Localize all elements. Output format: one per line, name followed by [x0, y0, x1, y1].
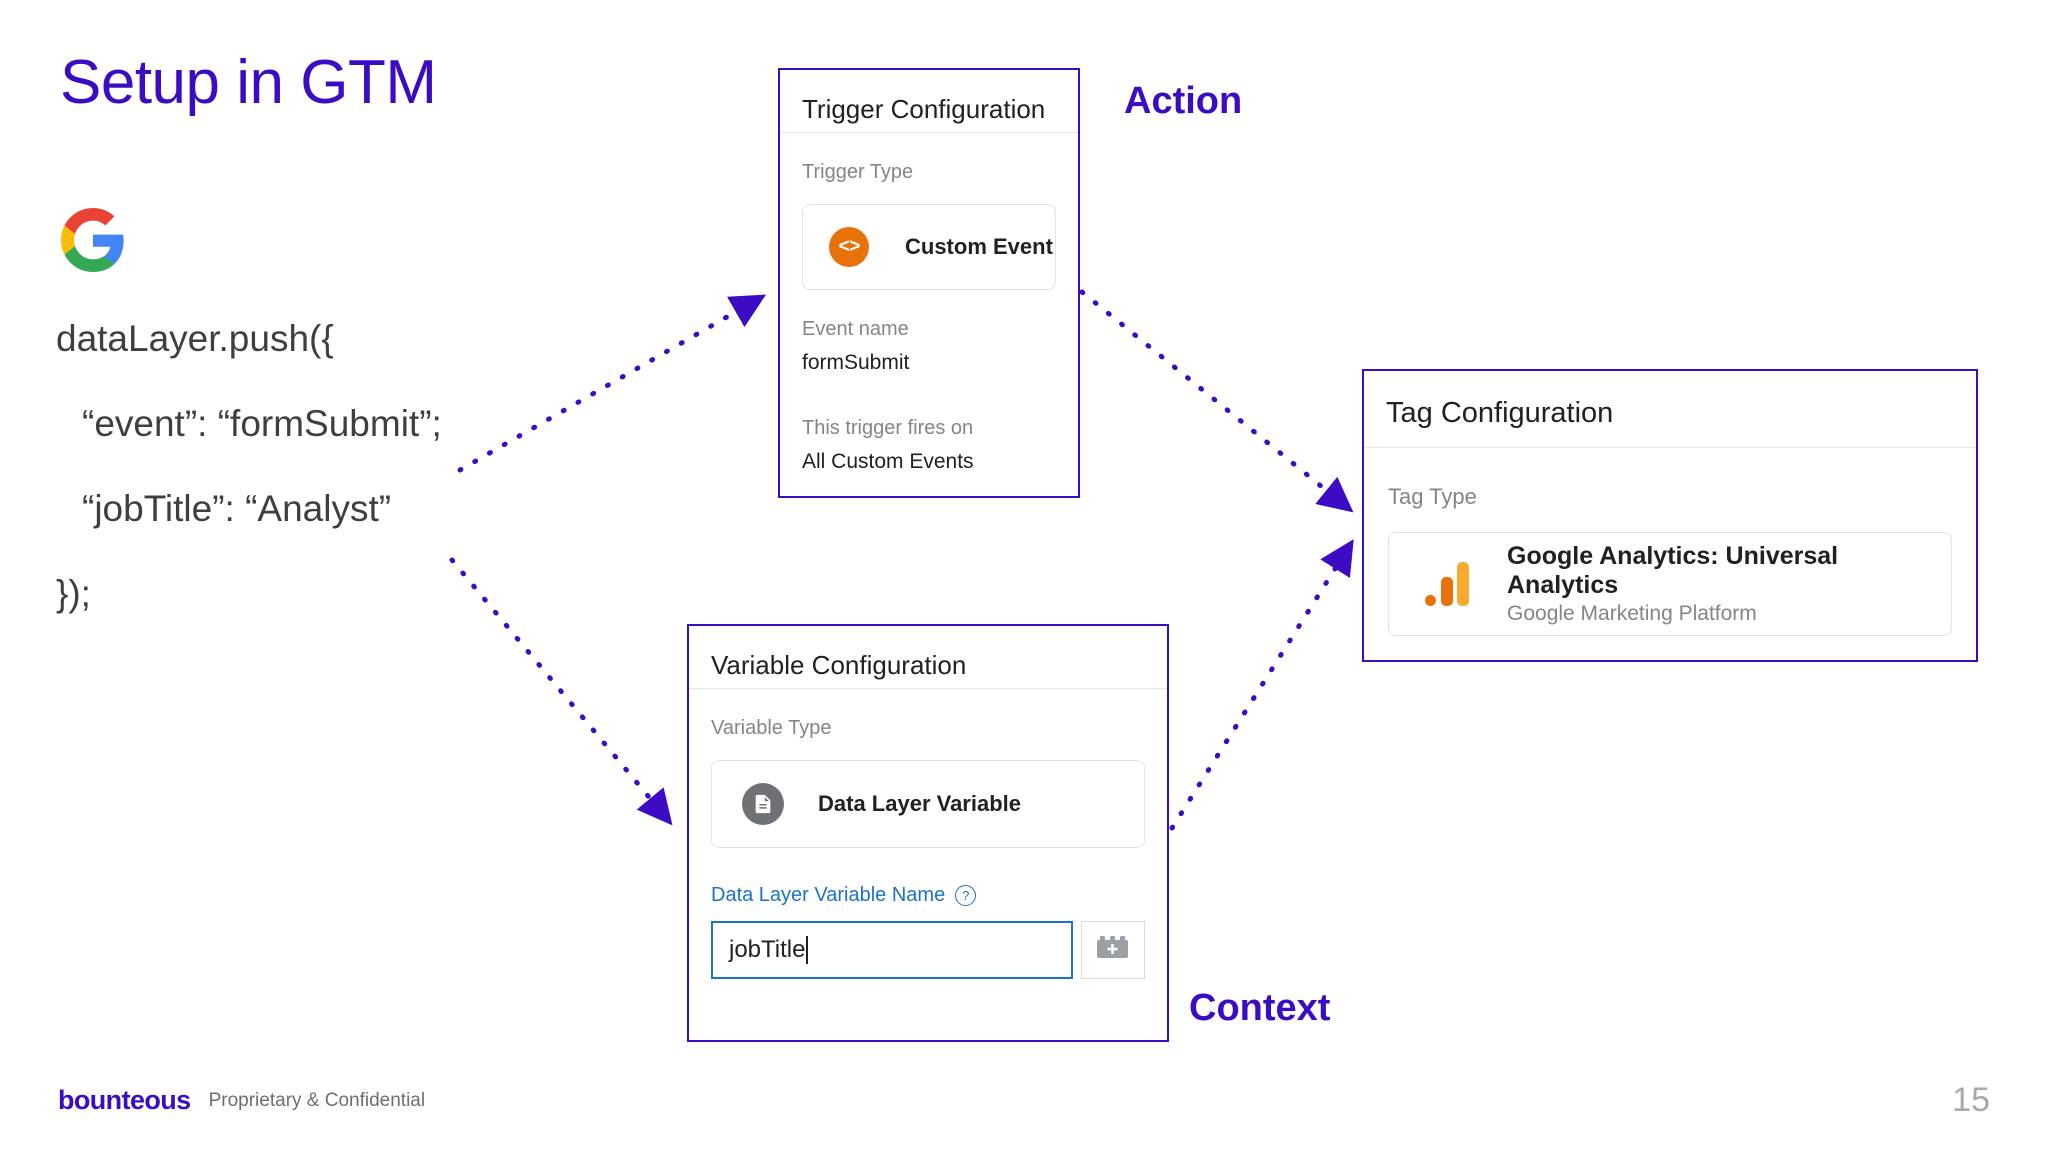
- footer: bounteous Proprietary & Confidential: [58, 1085, 425, 1116]
- code-line: “event”: “formSubmit”;: [82, 403, 442, 444]
- event-name-label: Event name: [802, 318, 909, 340]
- annotation-action: Action: [1124, 80, 1243, 122]
- variable-configuration-card[interactable]: Variable Configuration Variable Type Dat…: [687, 624, 1169, 1042]
- event-name-value: formSubmit: [802, 351, 910, 374]
- annotation-context: Context: [1189, 987, 1331, 1029]
- page-title: Setup in GTM: [60, 48, 437, 117]
- data-layer-variable-name-row: jobTitle: [711, 921, 1145, 979]
- trigger-fires-on-label: This trigger fires on: [802, 417, 974, 439]
- trigger-type-value: Custom Event: [905, 234, 1053, 259]
- variable-type-label: Variable Type: [711, 717, 832, 739]
- data-layer-variable-name-label: Data Layer Variable Name ?: [689, 884, 1167, 907]
- dlv-input-value: jobTitle: [729, 936, 806, 963]
- variable-type-selector[interactable]: Data Layer Variable: [711, 760, 1145, 848]
- bounteous-logo: bounteous: [58, 1085, 191, 1115]
- google-g-logo: [61, 208, 125, 272]
- lego-brick-plus-icon: [1096, 934, 1130, 967]
- code-line: dataLayer.push({: [56, 318, 334, 359]
- variable-type-value: Data Layer Variable: [818, 791, 1022, 816]
- variable-card-title: Variable Configuration: [711, 650, 967, 680]
- text-caret: [806, 936, 809, 964]
- trigger-type-selector[interactable]: < > Custom Event: [802, 204, 1056, 290]
- code-brackets-icon: < >: [829, 227, 869, 267]
- add-variable-button[interactable]: [1081, 921, 1145, 979]
- data-layer-variable-name-input[interactable]: jobTitle: [711, 921, 1073, 979]
- code-line: “jobTitle”: “Analyst”: [82, 488, 392, 529]
- tag-type-value: Google Analytics: Universal Analytics: [1507, 542, 1839, 599]
- variable-card-header: Variable Configuration: [689, 626, 1167, 689]
- dlv-label-text: Data Layer Variable Name: [711, 884, 946, 906]
- trigger-card-title: Trigger Configuration: [802, 94, 1046, 124]
- trigger-card-header: Trigger Configuration: [780, 70, 1078, 133]
- tag-type-vendor: Google Marketing Platform: [1507, 602, 1757, 625]
- help-circle-icon[interactable]: ?: [955, 885, 977, 906]
- tag-type-label: Tag Type: [1388, 484, 1477, 509]
- footer-confidentiality-note: Proprietary & Confidential: [208, 1089, 426, 1111]
- trigger-configuration-card[interactable]: Trigger Configuration Trigger Type < > C…: [778, 68, 1080, 498]
- datalayer-code-block: dataLayer.push({ “event”: “formSubmit”; …: [56, 320, 636, 612]
- tag-configuration-card[interactable]: Tag Configuration Tag Type Google Analyt…: [1362, 369, 1978, 662]
- trigger-fires-on-value: All Custom Events: [802, 450, 974, 473]
- document-icon: [742, 783, 784, 825]
- code-line: });: [56, 573, 91, 614]
- arrow-variable-to-tag: [1169, 539, 1354, 831]
- tag-type-selector[interactable]: Google Analytics: Universal Analytics Go…: [1388, 532, 1952, 636]
- google-analytics-icon: [1425, 562, 1469, 606]
- tag-card-header: Tag Configuration: [1364, 371, 1976, 448]
- arrow-trigger-to-tag: [1079, 289, 1354, 513]
- trigger-type-label: Trigger Type: [802, 161, 914, 183]
- page-number: 15: [1952, 1081, 1990, 1119]
- tag-card-title: Tag Configuration: [1386, 397, 1614, 429]
